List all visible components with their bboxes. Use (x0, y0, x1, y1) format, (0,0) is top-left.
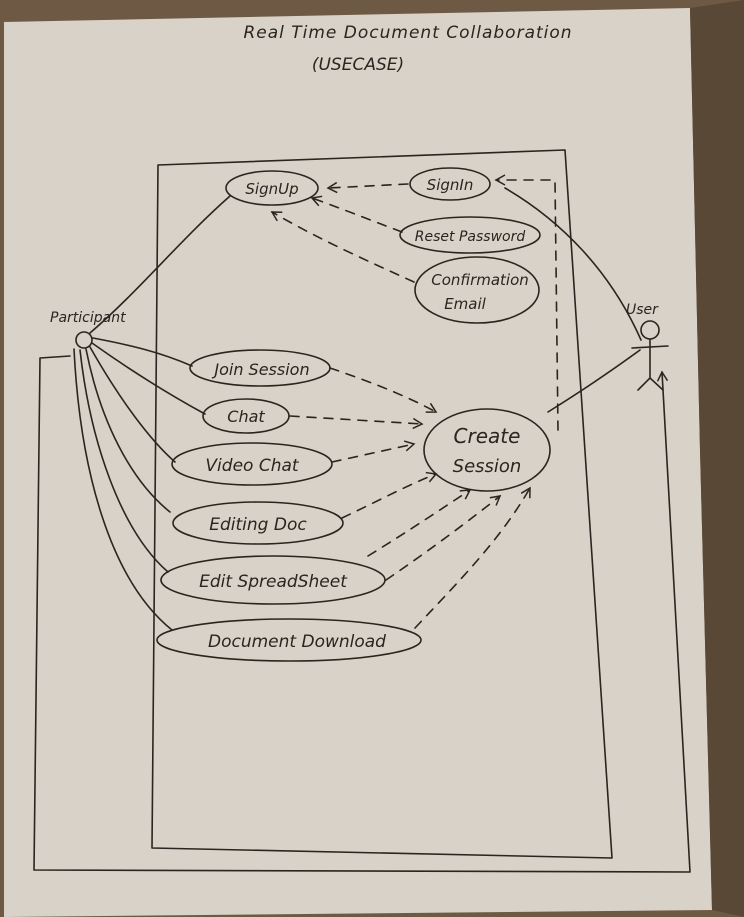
usecase-sign-up-label: SignUp (245, 180, 298, 198)
system-boundary (151, 149, 613, 859)
usecase-create-session-label-1: Create (454, 424, 521, 448)
usecase-edit-spreadsheet: Edit SpreadSheet (160, 555, 386, 605)
diagram-subtitle: (USECASE) (312, 55, 404, 75)
usecase-chat: Chat (202, 398, 290, 434)
usecase-chat-label: Chat (227, 407, 265, 426)
participant-user-loop (33, 355, 691, 873)
usecase-sign-up: SignUp (225, 170, 319, 206)
usecase-document-download-label: Document Download (208, 632, 386, 652)
user-actor: User (626, 302, 669, 391)
usecase-join-session: Join Session (189, 349, 331, 387)
diagram-title: Real Time Document Collaboration (243, 23, 572, 43)
usecase-sign-in: SignIn (409, 167, 491, 201)
usecase-document-download: Document Download (156, 618, 422, 662)
usecase-confirmation-email-label-1: Confirmation (431, 271, 529, 289)
participant-associations (73, 195, 231, 631)
usecase-reset-password-label: Reset Password (415, 229, 526, 245)
usecase-editing-doc-label: Editing Doc (209, 515, 307, 535)
usecase-join-session-label: Join Session (211, 360, 309, 379)
usecase-sign-in-label: SignIn (427, 176, 474, 194)
paper-sheet (4, 8, 712, 917)
participant-label: Participant (50, 310, 126, 326)
paper-shadow (690, 0, 744, 917)
dashed-relationships (270, 174, 559, 629)
usecase-edit-spreadsheet-label: Edit SpreadSheet (199, 572, 348, 592)
usecase-editing-doc: Editing Doc (172, 501, 344, 545)
usecase-confirmation-email-label-2: Email (444, 295, 486, 313)
usecase-create-session-label-2: Session (453, 456, 522, 477)
usecase-create-session: Create Session (423, 408, 551, 492)
usecase-video-chat: Video Chat (171, 442, 333, 486)
usecase-video-chat-label: Video Chat (205, 456, 299, 476)
usecase-reset-password: Reset Password (399, 216, 541, 254)
user-label: User (626, 302, 659, 318)
usecase-confirmation-email: Confirmation Email (414, 256, 540, 324)
participant-actor: Participant (50, 310, 126, 349)
